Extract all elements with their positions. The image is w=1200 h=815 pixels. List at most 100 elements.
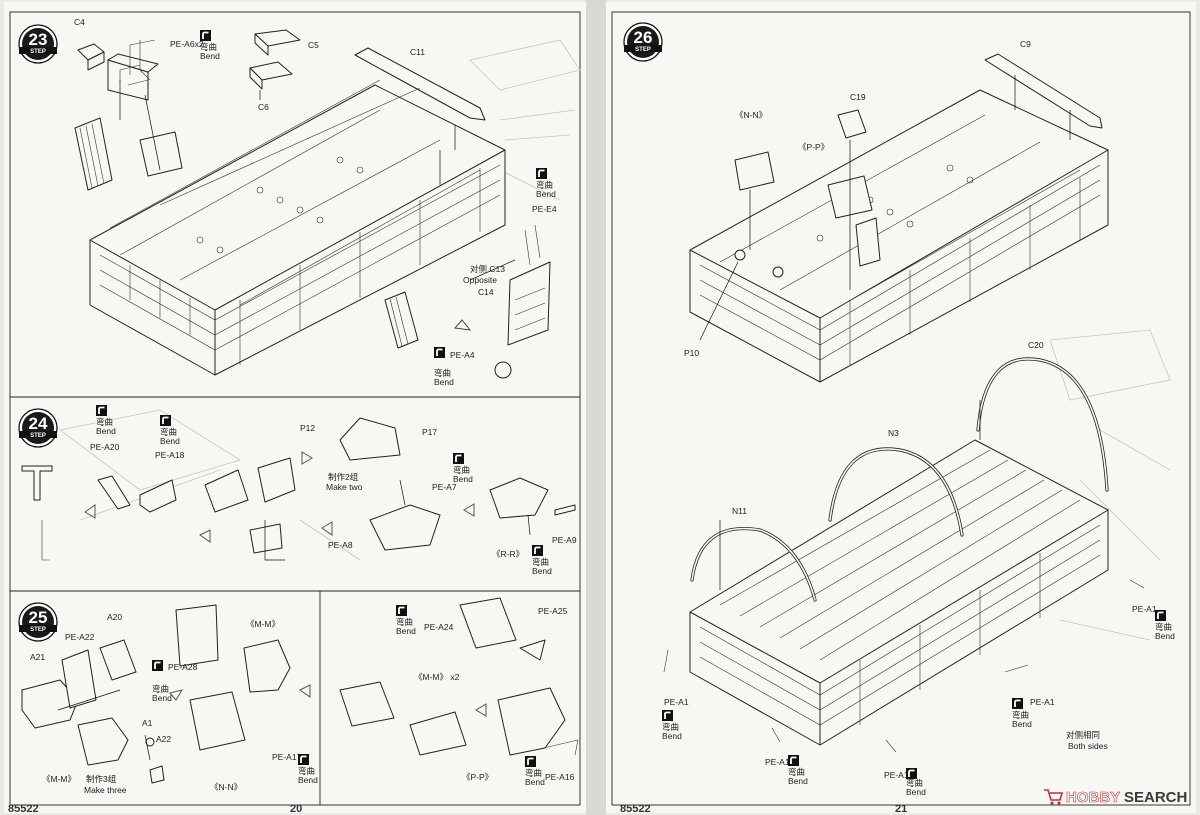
part-t-pin — [21, 465, 53, 501]
part-mm-cans — [409, 711, 467, 756]
part-nn-jerrycans — [734, 151, 775, 191]
bend-note: 弯曲 Bend — [524, 755, 545, 787]
part-c4 — [77, 43, 159, 101]
label-n11: N11 — [732, 506, 747, 516]
svg-text:Bend: Bend — [906, 787, 926, 797]
step26-labels: C9 C19 《N-N》 《P-P》 P10 C20 N3 N11 PE-A1 … — [664, 39, 1157, 780]
step23-number: 23 — [29, 30, 48, 49]
parts-c13-c14 — [494, 224, 551, 379]
svg-text:Bend: Bend — [298, 775, 318, 785]
bend-note: 弯曲 Bend — [1154, 609, 1175, 641]
label-opposite: Opposite — [463, 275, 497, 285]
part-grille-26 — [855, 217, 881, 267]
label-pe-a22: PE-A22 — [65, 632, 95, 642]
svg-text:Bend: Bend — [453, 474, 473, 484]
part-c5 — [249, 29, 301, 90]
label-m-m-b: 《M-M》 — [246, 619, 280, 629]
part-pe-a25 — [519, 639, 546, 661]
step23-bend-notes: 弯曲 Bend 弯曲 Bend 弯曲 Bend — [199, 29, 556, 387]
bend-note: 弯曲 Bend — [661, 709, 682, 741]
part-jerrycan-mm — [77, 717, 129, 766]
part-p10-a — [734, 249, 746, 261]
svg-text:Bend: Bend — [1012, 719, 1032, 729]
bend-icon — [395, 604, 408, 617]
step24-word: STEP — [30, 433, 46, 439]
svg-text:弯曲: 弯曲 — [532, 557, 549, 567]
bend-icon — [199, 29, 212, 42]
label-c11: C11 — [410, 47, 425, 57]
part-pe-a28-box — [175, 604, 219, 667]
svg-text:弯曲: 弯曲 — [536, 180, 553, 190]
bend-icon — [1154, 609, 1167, 622]
step24-leader-lines — [264, 479, 531, 561]
label-both-sides-zh: 对侧相同 — [1066, 730, 1100, 740]
step23: 23 STEP — [18, 17, 557, 387]
label-pe-a7: PE-A7 — [432, 482, 457, 492]
bend-icon — [151, 659, 164, 672]
label-pe-a1-bottom-a: PE-A1 — [765, 757, 790, 767]
bend-icon — [1011, 697, 1024, 710]
step25-frame — [9, 590, 581, 806]
label-c6: C6 — [258, 102, 269, 112]
part-p12-p17 — [339, 417, 401, 461]
label-m-m-x2: 《M-M》 x2 — [414, 672, 460, 682]
hobbysearch-watermark: HOBBY SEARCH — [1044, 789, 1187, 806]
label-make-two-zh: 制作2组 — [328, 472, 359, 482]
part-c19 — [837, 109, 867, 139]
label-n-n-26: 《N-N》 — [735, 110, 767, 120]
bend-note: 弯曲 Bend — [535, 167, 556, 199]
label-pe-a16: PE-A16 — [545, 772, 575, 782]
label-make-three-zh: 制作3组 — [86, 774, 117, 784]
label-p-p-26: 《P-P》 — [798, 142, 829, 152]
label-p12: P12 — [300, 423, 315, 433]
step24-badge: 24 STEP — [18, 408, 58, 448]
step24-arrows — [84, 451, 475, 543]
label-pe-a17: PE-A17 — [272, 752, 302, 762]
label-n-n: 《N-N》 — [210, 782, 242, 792]
part-pe-a9 — [554, 504, 576, 516]
watermark-suffix: SEARCH — [1124, 789, 1187, 806]
parts-pe-grilles-23 — [74, 117, 419, 349]
svg-text:Bend: Bend — [662, 731, 682, 741]
bend-note: 弯曲 Bend — [95, 404, 116, 436]
part-pe-a16 — [534, 739, 579, 756]
bend-note: 弯曲 Bend — [433, 346, 454, 387]
label-c13: 对侧 C13 — [470, 264, 505, 274]
bend-note: 弯曲 Bend — [787, 754, 808, 786]
part-c20-bow — [976, 357, 1109, 492]
bend-icon — [452, 452, 465, 465]
watermark-brand: HOBBY — [1066, 789, 1120, 806]
step25-number: 25 — [29, 608, 48, 627]
label-a20: A20 — [107, 612, 122, 622]
part-p10-b — [772, 266, 784, 278]
part-pe-a22 — [61, 649, 97, 709]
part-mm-box — [339, 681, 395, 727]
label-make-two: Make two — [326, 482, 363, 492]
label-c4: C4 — [74, 17, 85, 27]
part-block-b — [257, 457, 296, 503]
bend-note: 弯曲 Bend — [159, 414, 180, 446]
parts-pe-a1 — [663, 579, 1145, 753]
truck-bed-assembly-23 — [89, 79, 506, 376]
label-pe-a1-bottom-b: PE-A1 — [884, 770, 909, 780]
svg-text:Bend: Bend — [788, 776, 808, 786]
svg-text:Bend: Bend — [396, 626, 416, 636]
part-n11-bow — [690, 527, 817, 602]
bend-note: 弯曲 Bend — [395, 604, 416, 636]
step25-word: STEP — [30, 627, 46, 633]
step25-leader-lines — [57, 689, 151, 761]
step25: 25 STEP PE-A22 A20 A21 A1 A22 《M-M》 《M-M… — [18, 597, 579, 795]
part-pe-a8 — [249, 523, 283, 554]
label-pe-a20: PE-A20 — [90, 442, 120, 452]
svg-text:弯曲: 弯曲 — [298, 766, 315, 776]
step25-labels: PE-A22 A20 A21 A1 A22 《M-M》 《M-M》 PE-A28… — [30, 606, 575, 795]
page-gutter — [586, 0, 606, 815]
right-page-number: 21 — [895, 803, 907, 815]
label-p-p: 《P-P》 — [462, 772, 493, 782]
step23-arrow — [454, 319, 472, 331]
part-a1 — [145, 737, 155, 747]
part-pe-a18 — [139, 479, 177, 513]
step26-leader-lines-bottom — [719, 400, 981, 590]
svg-text:弯曲: 弯曲 — [1012, 710, 1029, 720]
